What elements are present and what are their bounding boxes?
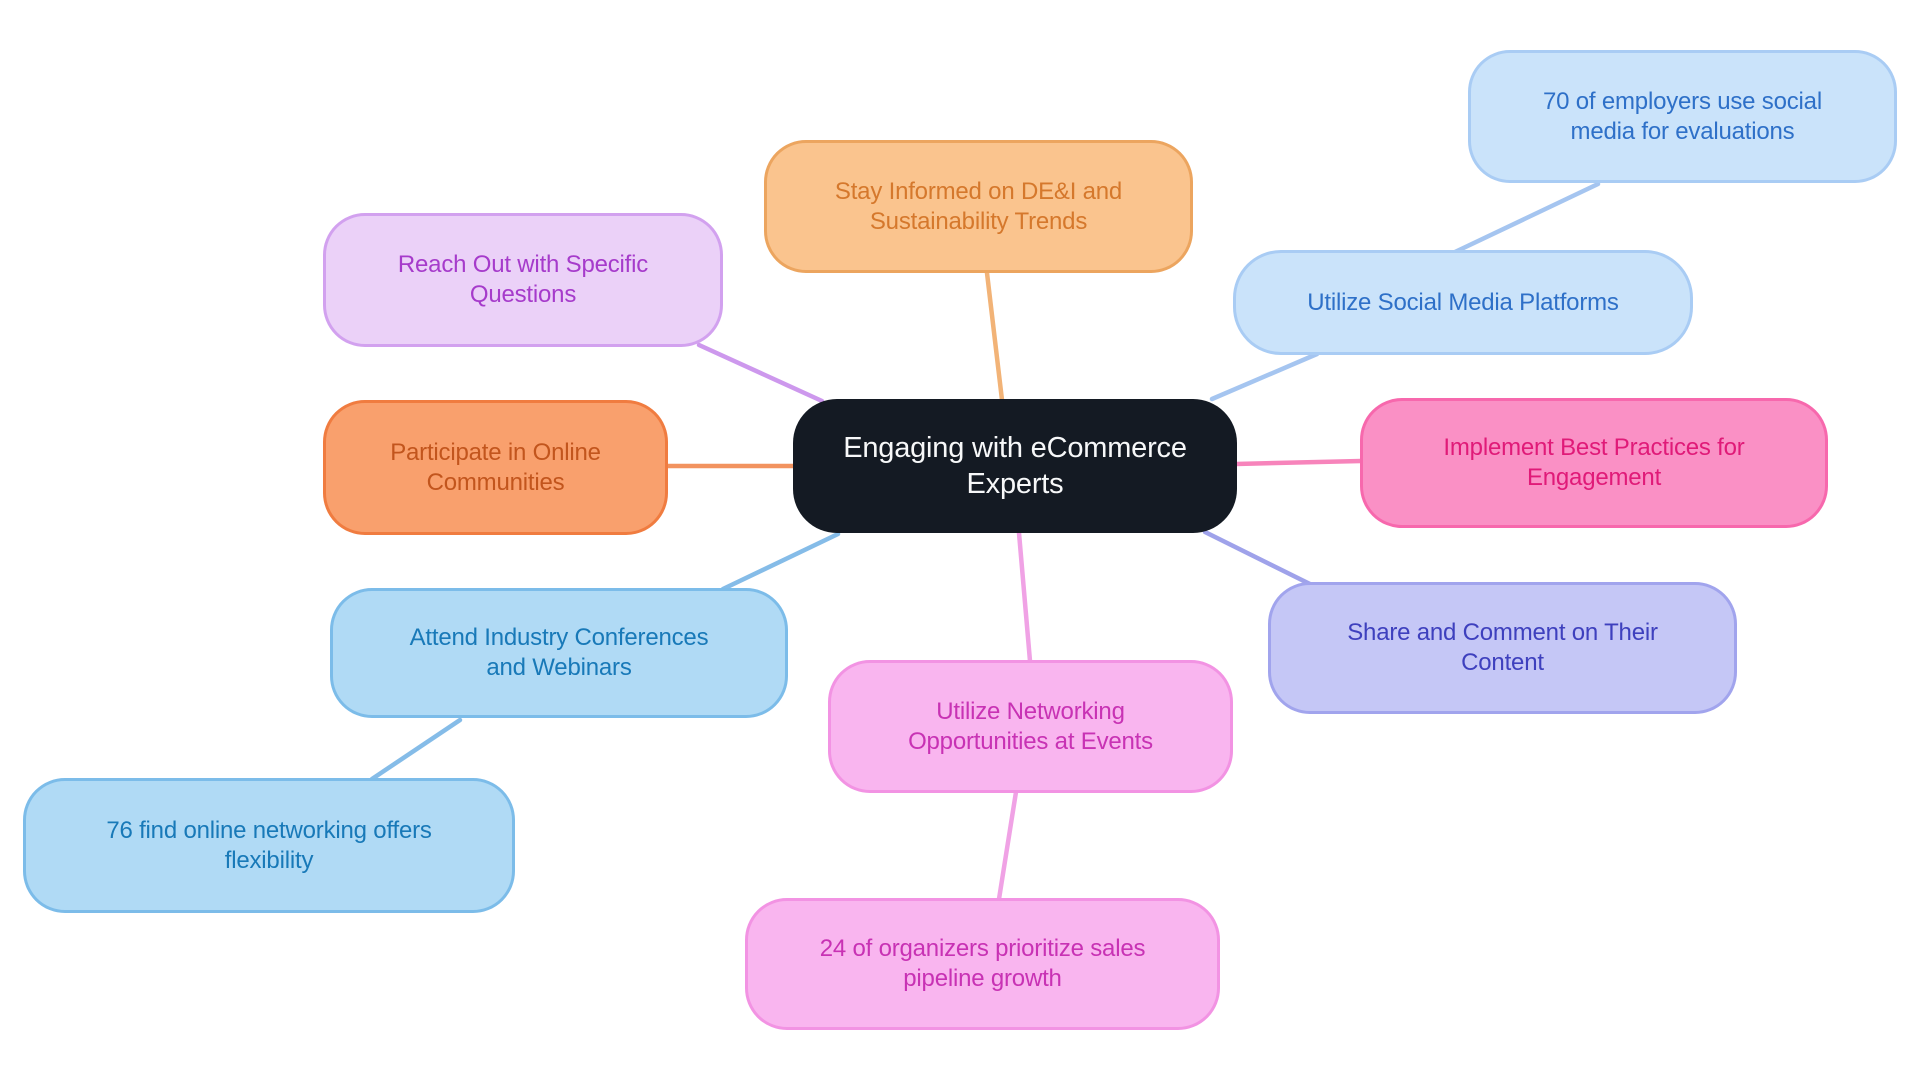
node-utilize-networking-events[interactable]: Utilize Networking Opportunities at Even… xyxy=(828,660,1233,793)
node-share-comment-content[interactable]: Share and Comment on Their Content xyxy=(1268,582,1737,714)
edge-center-attend xyxy=(720,531,841,592)
node-label: Utilize Networking Opportunities at Even… xyxy=(908,697,1153,755)
node-central-topic[interactable]: Engaging with eCommerce Experts xyxy=(793,399,1237,533)
edge-center-stay-informed xyxy=(984,270,1005,403)
edge-social-employers-stat xyxy=(1452,181,1601,255)
node-label: 70 of employers use social media for eva… xyxy=(1543,87,1822,145)
edge-center-implement xyxy=(1233,458,1364,467)
node-attend-conferences[interactable]: Attend Industry Conferences and Webinars xyxy=(330,588,788,718)
edge-networking-organizers xyxy=(996,789,1019,902)
node-label: Share and Comment on Their Content xyxy=(1347,619,1658,676)
edge-center-reach-out xyxy=(696,342,825,404)
edge-attend-networking-stat xyxy=(369,717,463,782)
node-label: Implement Best Practices for Engagement xyxy=(1443,434,1745,491)
node-utilize-social-media[interactable]: Utilize Social Media Platforms xyxy=(1233,250,1693,355)
node-reach-out[interactable]: Reach Out with Specific Questions xyxy=(323,213,723,347)
edge-center-utilize-networking xyxy=(1016,530,1033,664)
node-stay-informed[interactable]: Stay Informed on DE&I and Sustainability… xyxy=(764,140,1193,273)
node-label: Participate in Online Communities xyxy=(390,438,601,496)
node-label: Stay Informed on DE&I and Sustainability… xyxy=(834,177,1123,235)
node-label: Reach Out with Specific Questions xyxy=(397,251,649,308)
node-networking-flexibility-stat[interactable]: 76 find online networking offers flexibi… xyxy=(23,778,515,913)
node-implement-best-practices[interactable]: Implement Best Practices for Engagement xyxy=(1360,398,1828,528)
edge-center-share xyxy=(1202,529,1321,591)
node-label: 76 find online networking offers flexibi… xyxy=(106,816,432,874)
node-organizers-pipeline-stat[interactable]: 24 of organizers prioritize sales pipeli… xyxy=(745,898,1220,1030)
node-label: Attend Industry Conferences and Webinars xyxy=(409,624,709,681)
node-label: Utilize Social Media Platforms xyxy=(1307,288,1619,316)
node-label: Engaging with eCommerce Experts xyxy=(843,431,1187,500)
node-participate-communities[interactable]: Participate in Online Communities xyxy=(323,400,668,535)
edge-center-utilize-social xyxy=(1209,351,1320,402)
node-employers-social-stat[interactable]: 70 of employers use social media for eva… xyxy=(1468,50,1897,183)
node-label: 24 of organizers prioritize sales pipeli… xyxy=(819,935,1146,992)
